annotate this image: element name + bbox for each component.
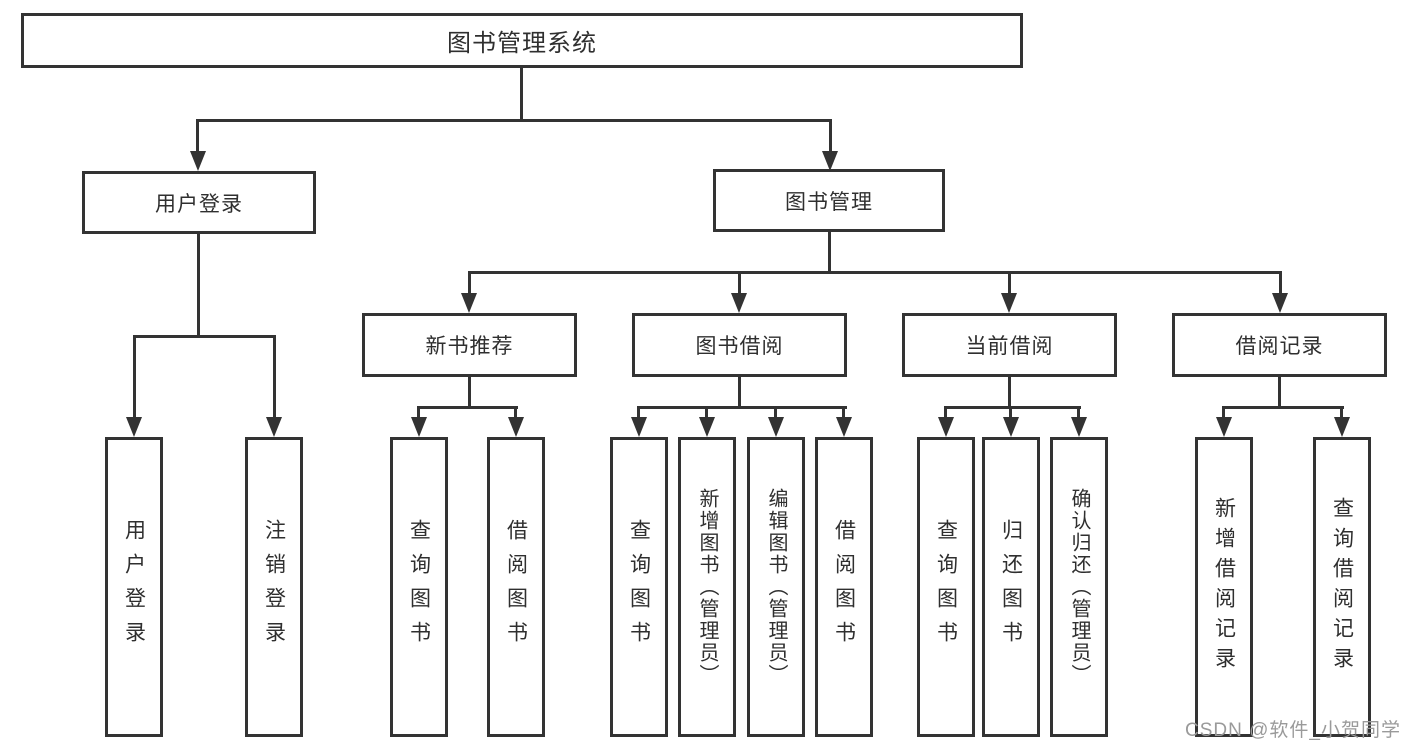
arrowhead: [938, 417, 954, 437]
connector-stem: [944, 406, 947, 420]
arrowhead: [461, 293, 477, 313]
node-label: 新增借阅记录: [1212, 497, 1236, 677]
arrowhead: [631, 417, 647, 437]
node-label: 确认归还（管理员）: [1068, 488, 1090, 686]
node-borrowing-records: 借阅记录: [1172, 313, 1387, 377]
node-label: 归还图书: [999, 519, 1023, 655]
arrowhead-user-login: [190, 151, 206, 171]
connector-stem: [1077, 406, 1080, 420]
node-current-borrowing: 当前借阅: [902, 313, 1117, 377]
node-query-books-recommend: 查询图书: [390, 437, 448, 737]
connector-book-management-stem: [828, 232, 831, 273]
arrowhead: [126, 417, 142, 437]
connector-stem: [1279, 271, 1282, 296]
connector-stem: [1340, 406, 1343, 420]
node-label: 借阅记录: [1235, 335, 1324, 358]
node-label: 用户登录: [155, 192, 243, 216]
node-label: 新书推荐: [425, 335, 514, 358]
node-return-books: 归还图书: [982, 437, 1040, 737]
connector-branch: [637, 406, 847, 409]
node-add-books-admin: 新增图书（管理员）: [678, 437, 736, 737]
connector-branch: [1222, 406, 1344, 409]
connector-stem: [1278, 377, 1281, 408]
arrowhead: [411, 417, 427, 437]
connector-stem: [774, 406, 777, 420]
node-add-borrow-record: 新增借阅记录: [1195, 437, 1253, 737]
node-label: 查询图书: [934, 519, 958, 655]
node-label: 编辑图书（管理员）: [765, 488, 787, 686]
connector-stem: [705, 406, 708, 420]
connector-stem: [417, 406, 420, 420]
node-book-management: 图书管理: [713, 169, 945, 232]
node-label: 图书借阅: [695, 335, 784, 358]
connector-stem: [468, 377, 471, 408]
connector-stem: [1222, 406, 1225, 420]
node-borrow-books-borrowing: 借阅图书: [815, 437, 873, 737]
connector-stem: [842, 406, 845, 420]
node-label: 查询图书: [407, 519, 431, 655]
node-query-books-current: 查询图书: [917, 437, 975, 737]
node-query-borrow-record: 查询借阅记录: [1313, 437, 1371, 737]
connector-branch: [944, 406, 1081, 409]
connector-stem: [514, 406, 517, 420]
node-label: 注销登录: [262, 519, 286, 655]
connector-to-user-login-stem: [196, 119, 199, 153]
node-user-login: 用户登录: [82, 171, 316, 234]
connector-stem: [468, 271, 471, 296]
connector-stem: [1008, 377, 1011, 408]
arrowhead: [1216, 417, 1232, 437]
connector-user-login-branch: [133, 335, 276, 338]
arrowhead: [508, 417, 524, 437]
node-user-login-leaf: 用户登录: [105, 437, 163, 737]
node-book-borrowing: 图书借阅: [632, 313, 847, 377]
connector-stem: [1009, 406, 1012, 420]
arrowhead: [731, 293, 747, 313]
node-label: 借阅图书: [504, 519, 528, 655]
connector-stem: [1008, 271, 1011, 296]
connector-stem: [133, 335, 136, 419]
node-label: 图书管理系统: [447, 30, 597, 57]
arrowhead: [699, 417, 715, 437]
arrowhead: [1272, 293, 1288, 313]
node-library-management-system: 图书管理系统: [21, 13, 1023, 68]
connector-root-branch: [196, 119, 832, 122]
arrowhead: [1334, 417, 1350, 437]
csdn-watermark: CSDN @软件_小贺同学: [1185, 720, 1401, 741]
node-query-books-borrowing: 查询图书: [610, 437, 668, 737]
arrowhead: [1071, 417, 1087, 437]
connector-stem: [738, 377, 741, 408]
connector-book-management-branch: [468, 271, 1282, 274]
node-label: 用户登录: [122, 519, 146, 655]
node-borrow-books-recommend: 借阅图书: [487, 437, 545, 737]
node-edit-books-admin: 编辑图书（管理员）: [747, 437, 805, 737]
arrowhead: [768, 417, 784, 437]
node-label: 当前借阅: [965, 335, 1054, 358]
node-new-book-recommendation: 新书推荐: [362, 313, 577, 377]
node-label: 新增图书（管理员）: [696, 488, 718, 686]
connector-stem: [273, 335, 276, 419]
arrowhead: [836, 417, 852, 437]
connector-branch: [417, 406, 518, 409]
connector-to-book-management-stem: [829, 119, 832, 153]
connector-stem: [637, 406, 640, 420]
arrowhead: [1003, 417, 1019, 437]
connector-root-stem: [520, 66, 523, 121]
node-label: 查询借阅记录: [1330, 497, 1354, 677]
arrowhead: [1001, 293, 1017, 313]
connector-user-login-stem: [197, 234, 200, 337]
connector-stem: [738, 271, 741, 296]
node-logout-leaf: 注销登录: [245, 437, 303, 737]
arrowhead: [266, 417, 282, 437]
node-label: 图书管理: [785, 190, 873, 214]
node-confirm-return-admin: 确认归还（管理员）: [1050, 437, 1108, 737]
node-label: 借阅图书: [832, 519, 856, 655]
node-label: 查询图书: [627, 519, 651, 655]
arrowhead-book-management: [822, 151, 838, 171]
